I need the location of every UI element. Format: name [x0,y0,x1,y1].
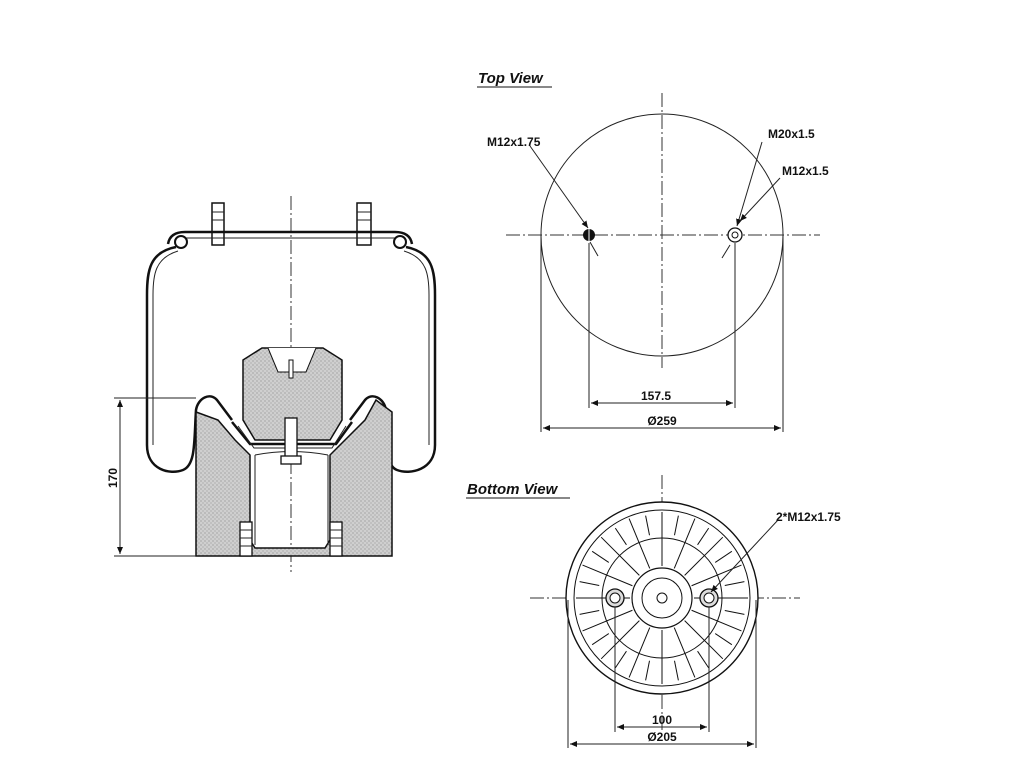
bellows-right [349,245,437,473]
rib-short [673,660,679,681]
rib [628,627,651,678]
rib-short [714,633,733,646]
top-bead-plate [166,230,414,245]
rib [684,536,724,576]
top-diameter-label: Ø259 [647,414,677,428]
bottom-diameter-label: Ø205 [647,730,677,744]
bottom-thread-label: 2*M12x1.75 [776,510,841,524]
rib-short [673,515,679,536]
rib [684,620,724,660]
rib-short [724,609,745,615]
rib [628,518,651,569]
height-dimension: 170 [106,397,196,557]
rib [582,609,633,632]
bottom-inserts [239,521,343,557]
rib [691,609,742,632]
rib-short [591,633,610,646]
bottom-spacing-label: 100 [652,713,672,727]
rib [582,564,633,587]
center-bolt [284,417,298,459]
rib-short [697,650,710,669]
rib-short [591,550,610,563]
rib-short [579,609,600,615]
thread-right-lower-label: M12x1.5 [782,164,829,178]
thread-left-label: M12x1.75 [487,135,541,149]
rib-ring [601,537,723,659]
rib-short [645,660,651,681]
top-view: Top View M12x1.75 M20x1.5 M12x1.5 157.5 … [477,70,829,432]
rib-short [714,550,733,563]
rib [600,536,640,576]
top-spacing-label: 157.5 [641,389,671,403]
rib [673,518,696,569]
rib-short [697,527,710,546]
rib-short [724,581,745,587]
side-view: 170 [106,196,437,572]
top-view-title: Top View [478,70,544,87]
rib-short [645,515,651,536]
height-dim-label: 170 [106,468,120,488]
thread-right-upper-label: M20x1.5 [768,127,815,141]
rib [673,627,696,678]
rib [600,620,640,660]
bottom-view: Bottom View 2*M12x1.75 100 Ø205 [466,475,841,748]
bellows-left [145,245,233,473]
piston-body [195,398,393,557]
rib-short [579,581,600,587]
bottom-view-title: Bottom View [467,481,559,498]
rib-short [614,527,627,546]
rib-short [614,650,627,669]
top-studs [211,202,372,246]
